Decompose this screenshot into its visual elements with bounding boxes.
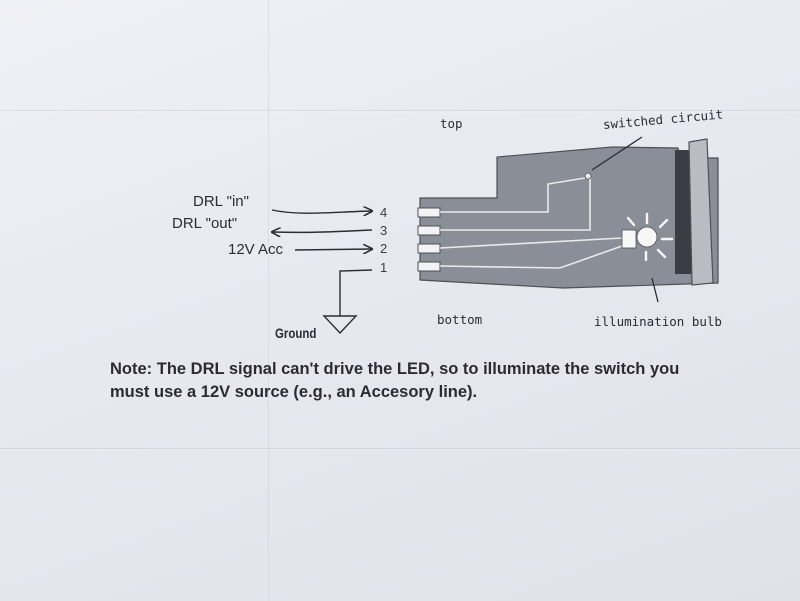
pin-label-1: 1 <box>380 260 388 275</box>
label-drl-in: DRL "in" <box>193 193 249 210</box>
switched-circuit-node <box>584 172 592 180</box>
internal-traces <box>439 176 623 269</box>
pin-tab-2 <box>417 243 441 254</box>
label-top: top <box>440 116 463 131</box>
wiring-note-line-1: Note: The DRL signal can't drive the LED… <box>110 360 680 378</box>
wire-drl-out <box>272 230 373 232</box>
wire-12v-acc <box>294 249 372 250</box>
pin-tab-3 <box>417 225 441 236</box>
bulb-light-rays <box>626 212 674 262</box>
ground-symbol <box>322 315 358 335</box>
ground-wire <box>322 269 373 335</box>
paper-crease-middle <box>0 448 800 449</box>
switch-body <box>419 138 719 289</box>
illumination-bulb-leader <box>651 277 659 303</box>
trace-pin-4 <box>440 177 586 213</box>
trace-pin-1 <box>439 245 623 269</box>
pin-label-2: 2 <box>380 241 388 256</box>
paper-crease-vertical <box>268 0 269 601</box>
label-bottom: bottom <box>437 312 483 327</box>
external-wires <box>272 210 372 250</box>
label-12v-acc: 12V Acc <box>228 241 284 258</box>
switch-face <box>688 138 714 286</box>
pin-label-3: 3 <box>380 223 388 238</box>
switched-circuit-leader <box>591 136 643 171</box>
wiring-note-line-2: must use a 12V source (e.g., an Accesory… <box>110 383 478 401</box>
pin-label-4: 4 <box>380 205 388 220</box>
wire-drl-in <box>271 210 372 213</box>
illumination-bulb <box>621 212 674 262</box>
wiring-note: Note: The DRL signal can't drive the LED… <box>110 358 750 404</box>
pin-tab-1 <box>417 261 441 272</box>
label-ground: Ground <box>275 325 317 341</box>
label-drl-out: DRL "out" <box>172 215 238 232</box>
paper-crease-top <box>0 110 800 111</box>
trace-pin-3 <box>440 176 591 231</box>
label-illumination-bulb: illumination bulb <box>594 314 722 329</box>
trace-pin-2 <box>439 237 623 249</box>
pin-tab-4 <box>417 207 441 218</box>
